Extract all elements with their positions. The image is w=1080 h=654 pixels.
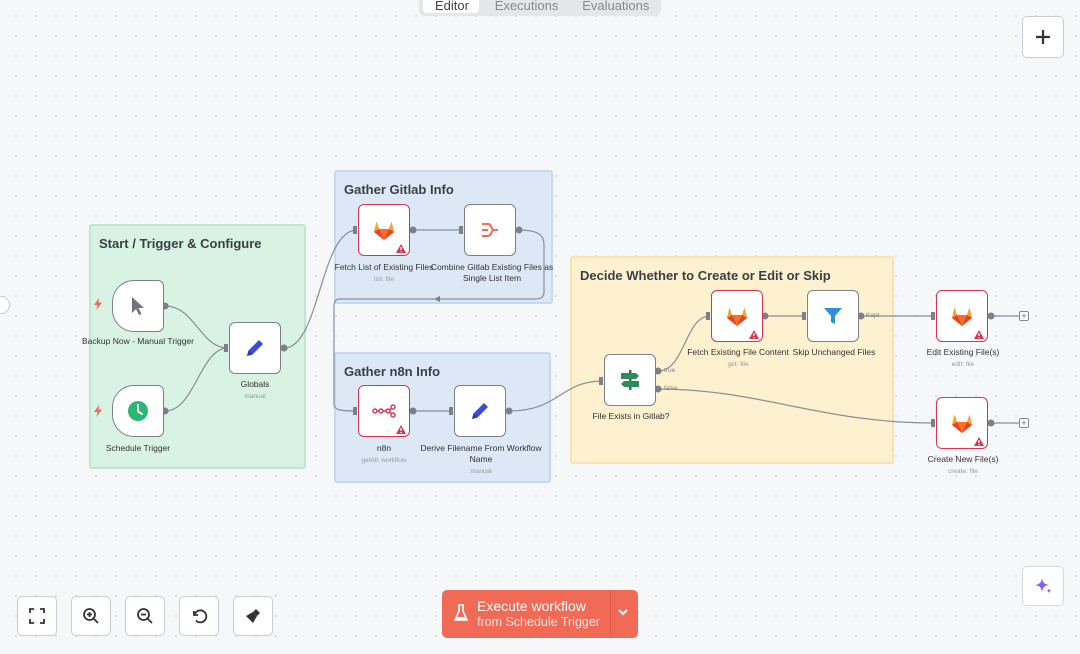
trigger-bolt-icon (94, 298, 102, 310)
gitlab-icon (952, 415, 972, 433)
ai-assistant-button[interactable] (1022, 566, 1064, 606)
node-subtitle: getAll: workflow (361, 457, 407, 464)
sticky-title: Gather Gitlab Info (344, 182, 454, 197)
add-node-after-create[interactable]: + (1019, 418, 1029, 428)
tab-executions[interactable]: Executions (494, 0, 559, 13)
gitlab-icon (727, 308, 747, 326)
node-title: Edit Existing File(s) (926, 347, 1000, 357)
node-title: Globals (240, 379, 270, 389)
add-node-button[interactable] (1022, 16, 1064, 58)
warning-icon (974, 330, 984, 339)
warning-icon (749, 330, 759, 339)
execute-sublabel: from Schedule Trigger (477, 615, 600, 629)
node-manual-trigger[interactable] (112, 280, 164, 332)
gitlab-icon (374, 222, 394, 240)
pencil-icon (247, 340, 263, 356)
plus-icon (1036, 30, 1050, 44)
undo-icon (193, 609, 208, 624)
node-title: Derive Filename From Workflow Name (420, 443, 542, 464)
node-label: Skip Unchanged Files (792, 347, 876, 357)
tidy-up-button[interactable] (233, 596, 273, 636)
filter-icon (824, 308, 842, 324)
node-schedule-trigger[interactable] (112, 385, 164, 437)
node-fetch-content[interactable] (711, 290, 763, 342)
sticky-n8n[interactable]: Gather n8n Info (334, 352, 551, 483)
node-title: Fetch List of Existing Files (334, 262, 434, 272)
broom-icon (246, 609, 260, 623)
clock-icon (128, 401, 148, 421)
zoom-out-button[interactable] (125, 596, 165, 636)
tab-evaluations[interactable]: Evaluations (582, 0, 650, 13)
node-title: Fetch Existing File Content (687, 347, 789, 357)
pencil-icon (472, 403, 488, 419)
node-n8n[interactable] (358, 385, 410, 437)
warning-icon (974, 437, 984, 446)
gitlab-icon (952, 308, 972, 326)
node-globals[interactable] (229, 322, 281, 374)
node-edit-file[interactable] (936, 290, 988, 342)
execute-label: Execute workflow (477, 598, 586, 614)
node-title: n8n (376, 443, 392, 453)
zoom-in-button[interactable] (71, 596, 111, 636)
sticky-title: Gather n8n Info (344, 364, 441, 379)
node-subtitle: create: file (948, 468, 978, 475)
node-label: Create New File(s) create: file (898, 454, 1028, 477)
signpost-icon (621, 370, 639, 390)
node-label: Derive Filename From Workflow Name manua… (416, 443, 546, 477)
divider (610, 590, 611, 638)
edge-schedule-globals (164, 347, 229, 412)
node-label: Fetch List of Existing Files list: file (319, 262, 449, 285)
node-label: n8n getAll: workflow (319, 443, 449, 466)
edge-globals-fetchlist (283, 229, 358, 349)
node-label: Globals manual (190, 379, 320, 402)
node-label: Edit Existing File(s) edit: file (898, 347, 1028, 370)
node-fetch-list[interactable] (358, 204, 410, 256)
node-subtitle: get: file (727, 361, 749, 368)
sticky-title: Start / Trigger & Configure (99, 236, 262, 251)
node-label: Fetch Existing File Content get: file (673, 347, 803, 370)
node-title: Create New File(s) (927, 454, 999, 464)
node-create-file[interactable] (936, 397, 988, 449)
node-subtitle: manual (470, 468, 492, 475)
edge-combine-n8n (333, 229, 545, 412)
cursor-icon (132, 297, 144, 315)
node-label: Schedule Trigger (105, 443, 171, 453)
fit-view-button[interactable] (17, 596, 57, 636)
aggregate-icon (482, 223, 498, 237)
edge-label-kept: Kept (866, 312, 880, 319)
edge-label-false: false (664, 385, 678, 392)
flask-icon (454, 604, 468, 621)
chevron-down-icon[interactable] (617, 606, 629, 618)
trigger-bolt-icon (94, 405, 102, 417)
warning-icon (396, 425, 406, 434)
warning-icon (396, 244, 406, 253)
n8n-icon (372, 404, 396, 418)
node-label: Combine Gitlab Existing Files as Single … (430, 262, 554, 283)
node-skip-unchanged[interactable] (807, 290, 859, 342)
edge-label-true: true (664, 367, 676, 374)
node-derive-filename[interactable] (454, 385, 506, 437)
node-file-exists[interactable] (604, 354, 656, 406)
view-tabs: Editor Executions Evaluations (419, 0, 661, 16)
zoom-out-icon (137, 608, 153, 624)
zoom-in-icon (83, 608, 99, 624)
node-subtitle: list: file (374, 276, 394, 283)
node-label: File Exists in Gitlab? (592, 411, 670, 421)
tab-editor[interactable]: Editor (423, 0, 479, 13)
reset-zoom-button[interactable] (179, 596, 219, 636)
sticky-title: Decide Whether to Create or Edit or Skip (580, 268, 831, 283)
node-combine[interactable] (464, 204, 516, 256)
edge-true (657, 315, 711, 372)
add-node-after-edit[interactable]: + (1019, 311, 1029, 321)
edge-false (657, 388, 936, 424)
edge-derive-exists (508, 380, 604, 412)
node-label: Backup Now - Manual Trigger (82, 336, 194, 346)
node-subtitle: edit: file (951, 361, 975, 368)
fullscreen-icon (29, 608, 45, 624)
execute-workflow-button[interactable]: Execute workflow from Schedule Trigger (442, 590, 638, 638)
sparkle-icon (1035, 578, 1052, 594)
node-subtitle: manual (244, 393, 266, 400)
edge-manual-globals (164, 305, 229, 349)
